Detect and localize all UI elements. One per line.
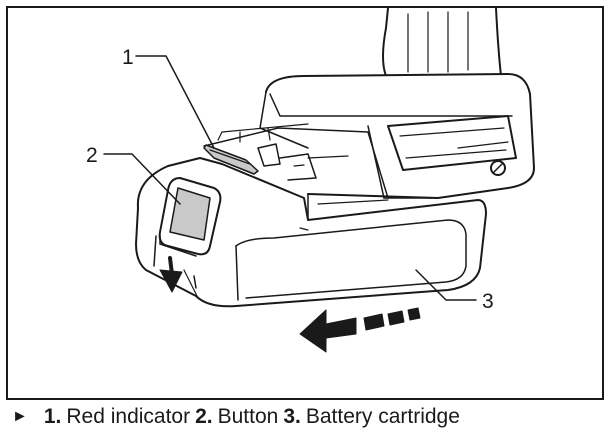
callout-number-2: 2 bbox=[86, 144, 98, 167]
callout-number-1: 1 bbox=[122, 46, 134, 69]
leader-line-1 bbox=[135, 55, 215, 149]
figure-frame: 1 2 3 bbox=[6, 6, 604, 400]
release-button bbox=[158, 177, 222, 257]
caption-number-3: 3. bbox=[283, 405, 301, 428]
callout-number-3: 3 bbox=[482, 290, 494, 313]
red-indicator bbox=[203, 144, 259, 175]
caption-label-battery-cartridge: Battery cartridge bbox=[305, 405, 460, 428]
tool-handle bbox=[382, 8, 502, 77]
leader-line-3 bbox=[415, 269, 477, 301]
leader-line-2 bbox=[103, 153, 181, 205]
press-down-arrow bbox=[159, 256, 183, 293]
caption-number-1: 1. bbox=[43, 405, 62, 428]
tool-housing bbox=[259, 73, 535, 221]
battery-rail bbox=[203, 123, 389, 199]
caption-marker-icon: ► bbox=[12, 408, 28, 425]
caption-label-button: Button bbox=[217, 405, 279, 428]
battery-cartridge bbox=[135, 157, 487, 308]
figure-caption: ► 1. Red indicator 2. Button 3. Battery … bbox=[10, 402, 465, 432]
caption-number-2: 2. bbox=[195, 405, 213, 428]
slide-out-arrow bbox=[299, 307, 421, 353]
battery-removal-illustration: 1 2 3 bbox=[86, 8, 535, 353]
caption-label-red-indicator: Red indicator bbox=[66, 405, 191, 428]
